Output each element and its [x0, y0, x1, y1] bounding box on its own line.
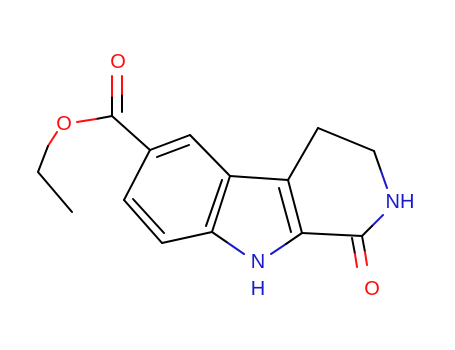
bond-lactam-4	[301, 232, 363, 237]
bond-pyrrole-1	[229, 175, 289, 181]
bond-benz-5	[123, 199, 163, 244]
bond-benz-3	[211, 175, 231, 233]
bond-lactam-2	[317, 127, 375, 152]
atom-indole-hydrogen: H	[251, 278, 265, 300]
bond-nh-left-c	[211, 231, 229, 244]
bond-benz-1	[149, 134, 191, 151]
bond-ester-o-c	[95, 115, 113, 120]
bond-nh-right-n	[270, 243, 287, 255]
atom-labels: O O NH O N H	[56, 51, 414, 300]
bond-benz-4	[161, 231, 213, 244]
bond-lactam-co-a-o	[364, 251, 368, 266]
bond-pyrrole-2-inner	[278, 187, 292, 233]
bond-benz-3-inner	[205, 179, 223, 227]
bond-ester-o-o	[76, 118, 97, 123]
bond-lactam-co-a-c	[361, 235, 366, 253]
bond-nh-left-n	[227, 242, 245, 255]
atom-lactam-nitrogen: NH	[386, 191, 415, 213]
carbon-bonds	[37, 115, 375, 244]
bond-n-co-n	[371, 214, 384, 227]
bond-oet-c	[37, 145, 49, 173]
bond-oet-o	[47, 131, 58, 147]
bond-lactam-1	[287, 127, 319, 181]
bond-benz-5-inner	[132, 198, 165, 234]
bond-ester-ring	[111, 115, 151, 151]
bond-ethyl-ch3	[37, 171, 73, 213]
hetero-bonds	[37, 75, 388, 268]
bond-benz-2	[189, 134, 231, 177]
bond-lactam-co-b-c	[351, 237, 356, 255]
atom-lactam-oxygen: O	[364, 278, 380, 300]
bond-pyrrole-2	[287, 179, 303, 234]
atom-ether-oxygen: O	[56, 113, 72, 135]
bond-lactam-co-b-o	[354, 253, 358, 268]
bond-n-co-c	[361, 225, 373, 237]
atom-carbonyl-oxygen: O	[110, 51, 126, 73]
bond-benz-6	[123, 149, 151, 201]
atom-indole-nitrogen: N	[251, 251, 265, 273]
bond-ch2-n-n	[380, 170, 388, 189]
bond-nh-right-c	[285, 232, 303, 245]
bond-ch2-n-c	[373, 150, 382, 172]
bond-benz-1-inner	[156, 144, 190, 158]
